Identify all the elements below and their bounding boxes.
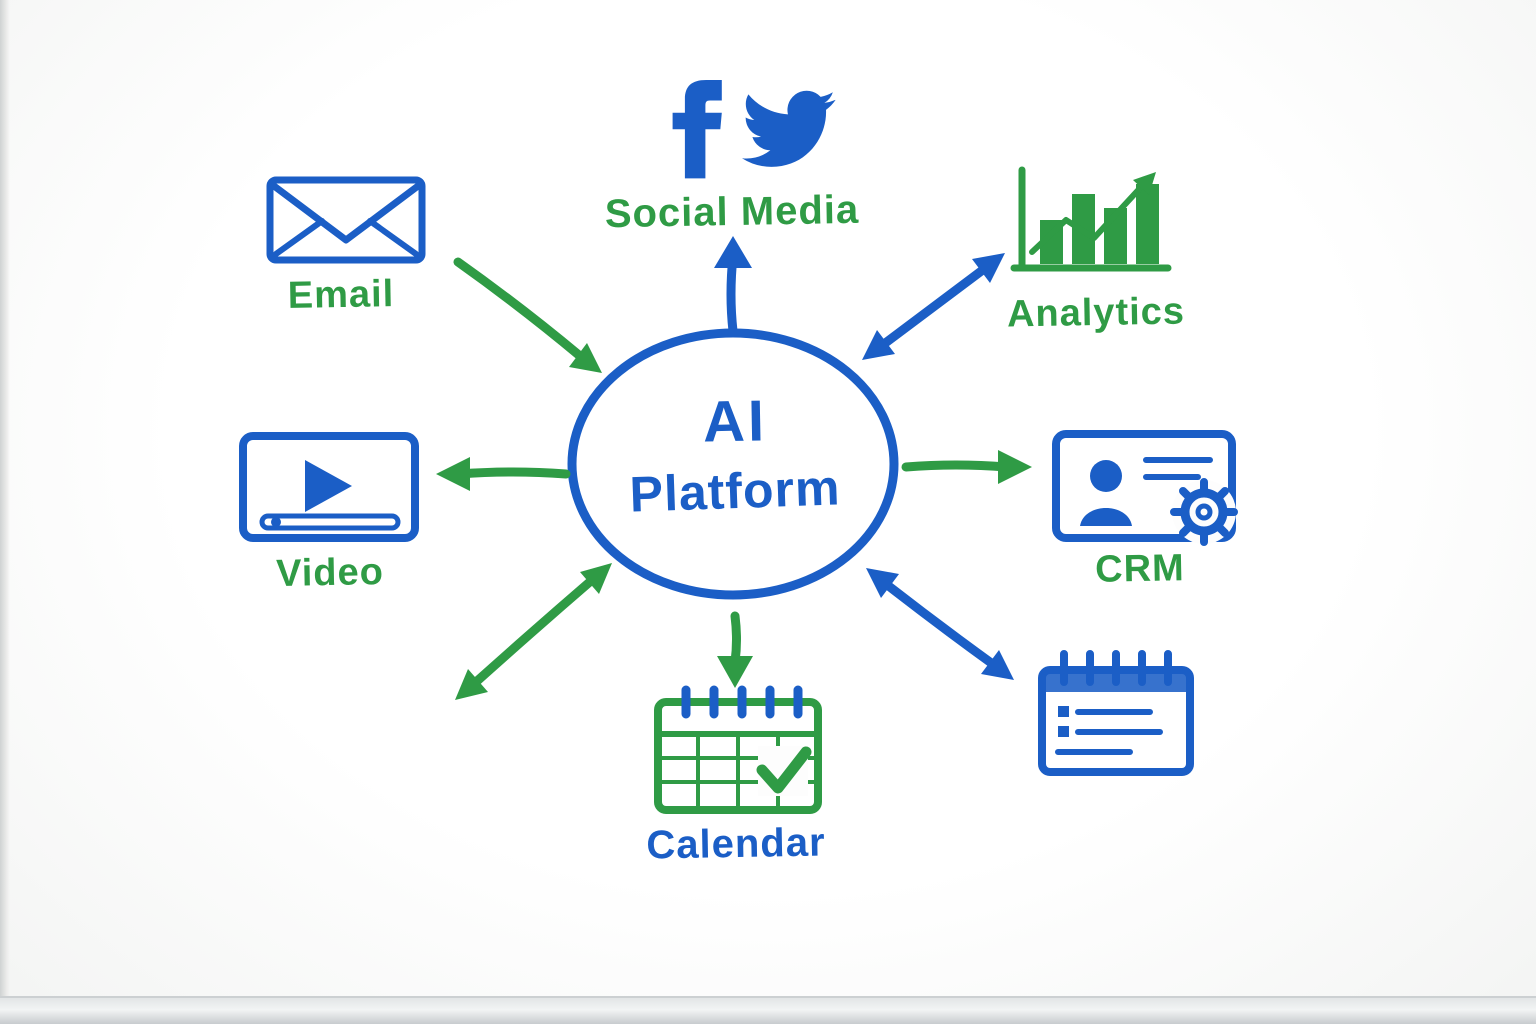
calendar-label: Calendar — [646, 820, 826, 868]
bar-chart-icon — [1010, 166, 1172, 272]
arrow-lower-left — [455, 563, 612, 700]
arrow-analytics — [862, 253, 1005, 360]
gear-icon — [1170, 478, 1238, 546]
envelope-icon — [266, 176, 426, 264]
video-player-icon — [239, 432, 419, 542]
email-label: Email — [287, 273, 395, 317]
calendar-check-icon — [654, 685, 822, 814]
notepad-icon — [1038, 650, 1194, 776]
crm-label: CRM — [1094, 547, 1186, 591]
facebook-icon — [672, 80, 722, 179]
whiteboard-tray — [0, 996, 1536, 1024]
video-label: Video — [275, 551, 385, 595]
analytics-label: Analytics — [1006, 290, 1186, 336]
arrow-email — [453, 257, 602, 373]
social-media-label: Social Media — [604, 187, 860, 237]
whiteboard-edge — [0, 0, 10, 998]
twitter-icon — [742, 90, 836, 167]
id-card-gear-icon — [1052, 430, 1238, 546]
center-title-line2: Platform — [628, 459, 842, 523]
center-title-line1: AI — [702, 388, 768, 455]
arrow-calendar — [717, 611, 753, 688]
arrow-social-media — [714, 236, 752, 336]
arrow-crm — [901, 450, 1032, 484]
arrow-video — [436, 457, 571, 491]
arrow-notepad — [866, 568, 1014, 680]
